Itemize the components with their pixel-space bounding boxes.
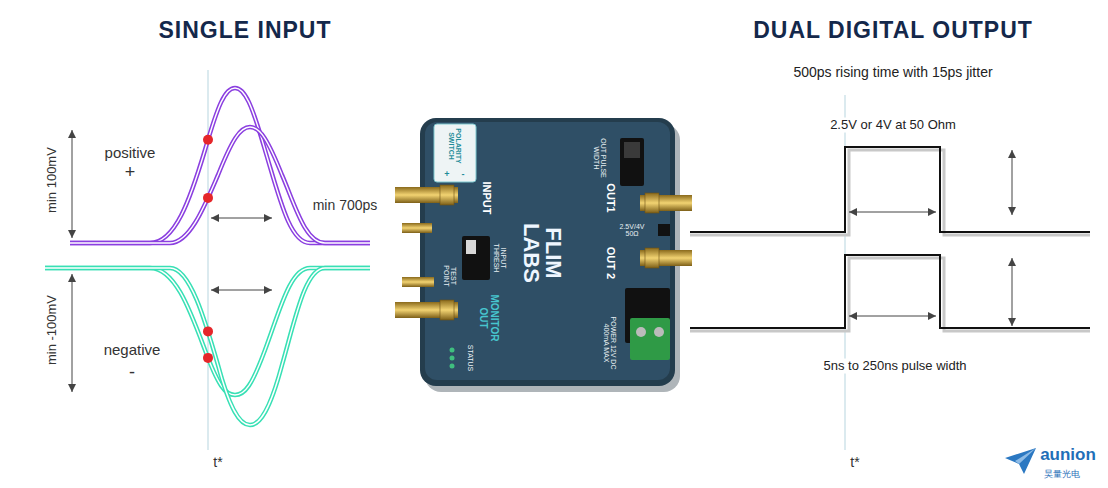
negative-pulse [45, 268, 370, 425]
port-label: MONITOR OUT [478, 293, 499, 343]
digital-pulse [690, 147, 1090, 232]
polarity-switch-panel [434, 124, 476, 182]
watermark: 昊量光电 [1042, 469, 1082, 479]
polarity-sign: - [127, 362, 137, 383]
positive-pulse [70, 127, 370, 243]
connector-nut [645, 193, 659, 213]
section-heading: DUAL DIGITAL OUTPUT [751, 17, 1035, 43]
width-arrow [849, 212, 936, 213]
connector-nut [440, 300, 454, 320]
amplitude-arrow [72, 274, 73, 392]
digital-pulses [690, 147, 1090, 331]
trigger-dot [203, 326, 213, 336]
switch-slider [466, 240, 476, 254]
port-label: OUT1 [604, 183, 616, 212]
pulse-highlight [70, 88, 370, 243]
switch-label: INPUT THRESH [493, 236, 508, 280]
port-label: INPUT [480, 182, 492, 215]
time-reference-line [207, 70, 209, 450]
spec-note: 500ps rising time with 15ps jitter [791, 64, 994, 80]
pulse-shadow [690, 150, 1090, 235]
status-led [450, 348, 455, 353]
polarity-label: positive [103, 144, 158, 161]
connector-nut [645, 248, 659, 268]
polarity-label: negative [102, 341, 163, 358]
brand-logo: FLIM LABS [520, 223, 564, 283]
voltage-jumper [658, 224, 670, 236]
pulse-highlight [70, 127, 370, 243]
port-label: OUT 2 [604, 247, 616, 279]
connector-stub [402, 277, 434, 287]
port-label: TEST POINT [443, 259, 458, 293]
digital-pulse [690, 255, 1090, 328]
width-arrow [211, 218, 272, 219]
time-marker: t* [211, 454, 224, 470]
connector-stub [402, 223, 432, 233]
positive-pulses [70, 88, 370, 243]
status-led [450, 356, 455, 361]
jumper-label: 2.5V/4V 50Ω [614, 223, 650, 238]
switch-label: POLARITY SWITCH [448, 124, 463, 168]
watermark-icon [1015, 448, 1036, 464]
watermark-icon [1005, 448, 1036, 474]
terminal-screw [654, 327, 664, 337]
amplitude-arrow [72, 130, 73, 238]
section-heading: SINGLE INPUT [156, 17, 333, 43]
width-label: 5ns to 250ns pulse width [821, 359, 968, 374]
pulse-shadow [690, 258, 1090, 331]
negative-pulse [45, 268, 370, 395]
polarity-sign: - [462, 170, 465, 179]
device-body [420, 118, 675, 386]
switch-slider [624, 142, 640, 158]
pulse-highlight [45, 268, 370, 425]
device-top [425, 122, 670, 380]
amplitude-label: min -100mV [45, 293, 60, 367]
amplitude-label: min 100mV [45, 145, 60, 215]
pulse-highlight [45, 268, 370, 395]
negative-pulses [45, 268, 370, 425]
power-label: POWER 12V DC 400mA MAX [603, 311, 618, 375]
pulse-width-switch [620, 138, 644, 186]
polarity-sign: + [123, 162, 138, 183]
width-label: min 700ps [311, 197, 380, 213]
trigger-dot [203, 353, 213, 363]
watermark: aunion [1038, 445, 1098, 465]
amplitude-arrow [1012, 150, 1013, 215]
polarity-sign: + [444, 170, 449, 179]
width-arrow [211, 290, 272, 291]
width-arrow [849, 316, 936, 317]
trigger-dot [203, 135, 213, 145]
amplitude-arrow [1012, 258, 1013, 326]
led-label: STATUS [466, 345, 473, 372]
terminal-screw [636, 327, 646, 337]
switch-label: OUT PULSE WIDTH [593, 136, 608, 180]
device-illustration [395, 118, 692, 392]
device-box: POLARITY SWITCH + - OUT PULSE WIDTH INPUT OUT… [420, 118, 675, 386]
amplitude-label: 2.5V or 4V at 50 Ohm [828, 118, 958, 133]
connector-nut [440, 185, 454, 205]
positive-pulse [70, 88, 370, 243]
trigger-dot [203, 193, 213, 203]
time-marker: t* [848, 454, 861, 470]
status-led [450, 364, 455, 369]
power-terminal [630, 318, 670, 360]
threshold-switch [462, 236, 490, 280]
